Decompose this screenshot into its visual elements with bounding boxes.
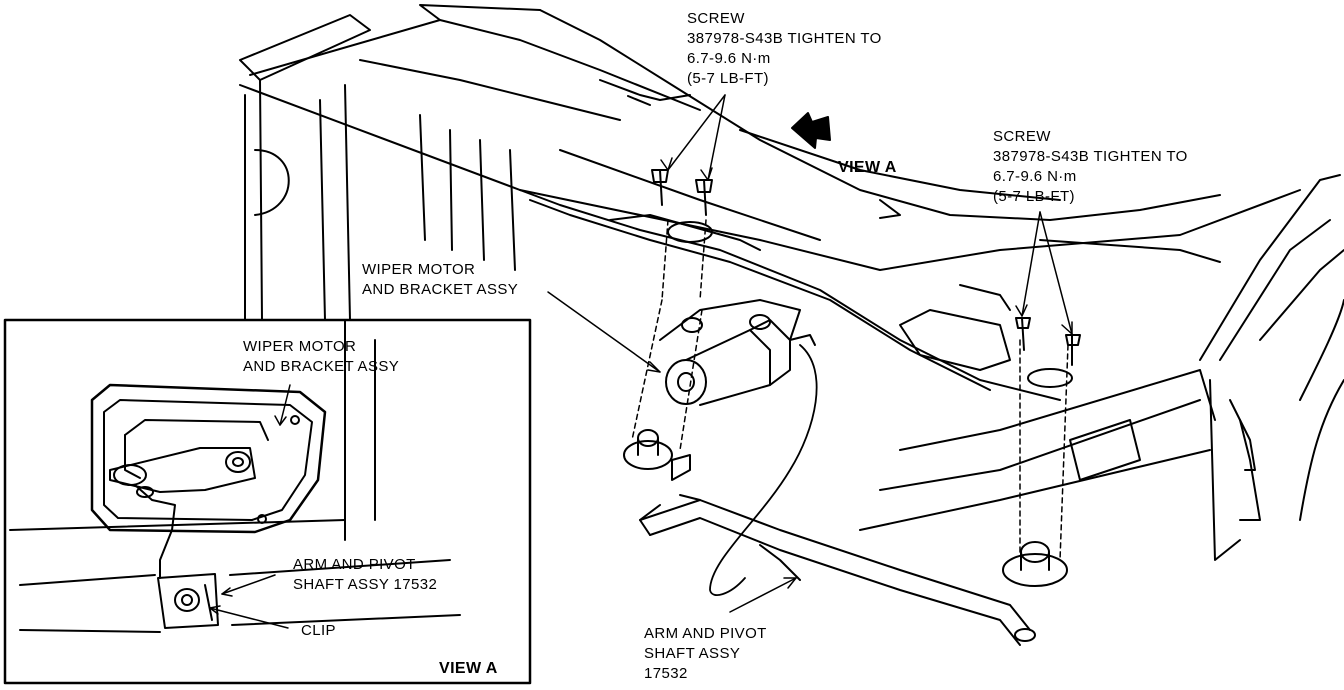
view-a-arrow — [792, 113, 830, 148]
linkage-rod — [640, 495, 1030, 645]
screw-label-right: SCREW 387978-S43B TIGHTEN TO 6.7-9.6 N·m… — [993, 128, 1188, 205]
wiper-motor-label-main: WIPER MOTOR AND BRACKET ASSY — [362, 261, 519, 298]
mount-lines — [632, 220, 1068, 560]
right-fender — [860, 175, 1344, 560]
motor-wire — [710, 345, 817, 595]
cowl-panel — [240, 5, 1300, 400]
arm-pivot-label-main: ARM AND PIVOT SHAFT ASSY 17532 — [644, 625, 767, 682]
inset-view-a — [5, 320, 530, 683]
wiper-motor — [660, 300, 815, 405]
callout-arrows — [548, 95, 1072, 612]
inset-wiper-motor-label: WIPER MOTOR AND BRACKET ASSY — [243, 338, 400, 375]
pivot-right — [1003, 542, 1067, 641]
screws-right — [1016, 318, 1080, 387]
pivot-left — [624, 430, 690, 480]
inset-view-a-label: VIEW A — [439, 660, 498, 677]
screws-left — [610, 170, 760, 250]
inset-clip-label: CLIP — [301, 622, 336, 639]
screw-label-left: SCREW 387978-S43B TIGHTEN TO 6.7-9.6 N·m… — [687, 10, 882, 87]
cowl-openings — [900, 310, 1260, 520]
inset-arm-pivot-label: ARM AND PIVOT SHAFT ASSY 17532 — [293, 556, 438, 593]
view-a-label-main: VIEW A — [838, 159, 897, 176]
